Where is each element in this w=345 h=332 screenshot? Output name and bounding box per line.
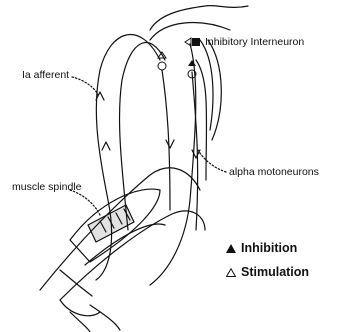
inhibitory-interneuron-label: Inhibitory Interneuron	[205, 37, 304, 48]
afferent-arrow	[102, 142, 110, 150]
spinal-cord-curve	[208, 40, 221, 140]
inhibitory-interneuron-symbol	[158, 38, 200, 78]
legend-inhibition-label: Inhibition	[241, 242, 297, 255]
legend-stimulation-label: Stimulation	[241, 266, 309, 279]
spinal-cord-outline	[150, 6, 248, 30]
leader-line-ia	[72, 77, 98, 95]
ia-afferent-fiber-2	[120, 43, 165, 230]
shin	[90, 305, 120, 330]
open-triangle-icon	[226, 268, 236, 277]
interneuron-axon	[150, 44, 196, 285]
motoneuron-arrow	[166, 140, 174, 148]
muscle-spindle-label: muscle spindle	[12, 182, 81, 193]
ia-afferent-fiber	[96, 35, 160, 280]
alpha-motoneurons-label: alpha motoneurons	[229, 167, 319, 178]
thigh-outline	[60, 211, 205, 300]
filled-triangle-icon	[226, 244, 236, 253]
leader-line-alpha	[198, 150, 226, 172]
ia-afferent-label: Ia afferent	[22, 70, 69, 81]
leader-line-spindle	[70, 190, 100, 215]
